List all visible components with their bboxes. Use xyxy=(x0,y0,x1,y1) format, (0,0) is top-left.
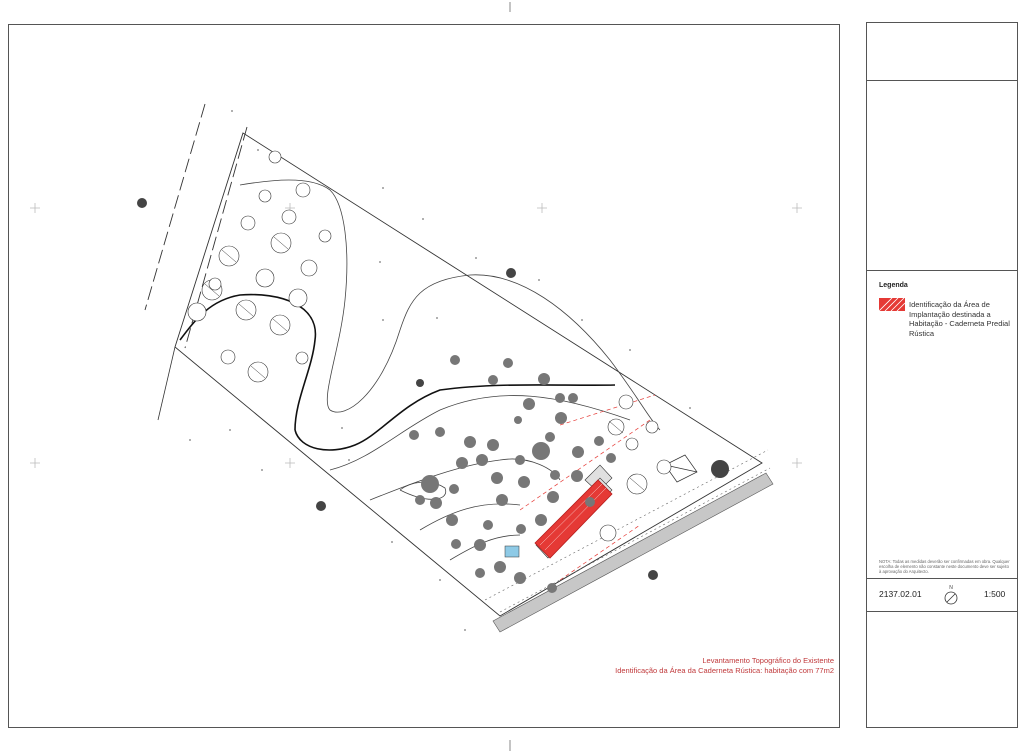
caption-line-2: Identificação da Área da Caderneta Rústi… xyxy=(615,666,834,675)
north-arrow-icon: N xyxy=(944,585,958,605)
title-block-divider xyxy=(867,578,1017,579)
pool xyxy=(504,545,520,558)
legend-item-text: Identificação da Área de Implantação des… xyxy=(909,300,1010,338)
tree-hatching xyxy=(204,236,645,491)
trees-dark xyxy=(137,198,729,580)
caption-line-1: Levantamento Topográfico do Existente xyxy=(702,656,834,665)
legend-title: Legenda xyxy=(879,282,908,289)
grid-crosses xyxy=(30,203,802,468)
title-block: Legenda Identificação da Área de Implant… xyxy=(866,22,1018,728)
road-strip xyxy=(492,472,774,633)
drawing-number: 2137.02.01 xyxy=(879,589,922,599)
trees-filled xyxy=(409,355,616,593)
title-block-divider xyxy=(867,80,1017,81)
legend-swatch-icon xyxy=(879,298,905,311)
note-text: NOTA: Todas as medidas deverão ser confi… xyxy=(879,559,1010,574)
scale-label: 1:500 xyxy=(984,589,1006,599)
drawing-frame xyxy=(8,24,840,728)
north-label: N xyxy=(949,585,953,591)
title-block-divider xyxy=(867,611,1017,612)
alignment-lines xyxy=(519,394,656,581)
drawing-caption: Levantamento Topográfico do Existente Id… xyxy=(615,656,834,676)
title-block-divider xyxy=(867,270,1017,271)
survey-points xyxy=(189,110,691,631)
